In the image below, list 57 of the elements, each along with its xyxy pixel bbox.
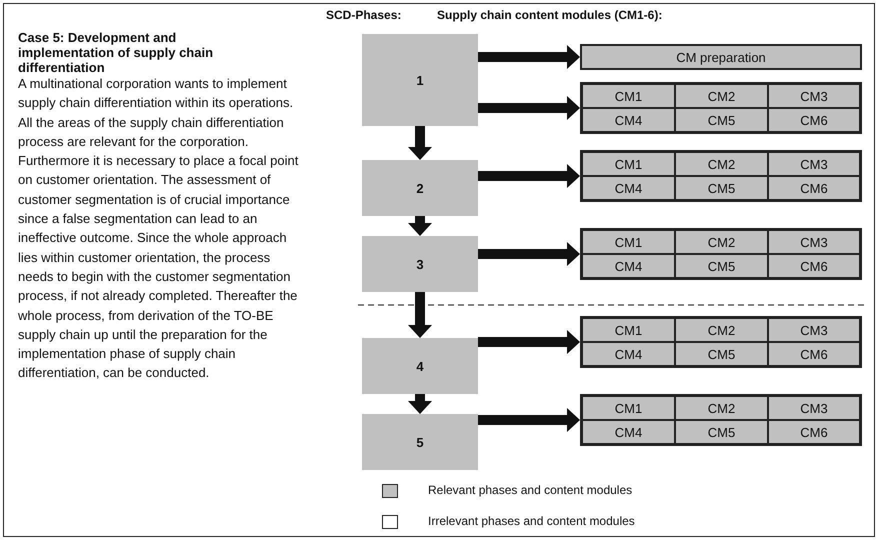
module-cell: CM2 [675, 230, 768, 254]
block-arrow [408, 126, 432, 160]
module-cell: CM4 [582, 254, 675, 278]
module-cell: CM5 [675, 254, 768, 278]
module-cell: CM6 [768, 420, 860, 444]
module-cell: CM2 [675, 318, 768, 342]
module-cell: CM3 [768, 230, 860, 254]
module-cell: CM6 [768, 176, 860, 200]
module-cell: CM5 [675, 420, 768, 444]
module-cell: CM3 [768, 84, 860, 108]
module-grid [580, 394, 862, 446]
module-cell: CM6 [768, 342, 860, 366]
module-cell: CM1 [582, 230, 675, 254]
module-cell: CM2 [675, 396, 768, 420]
module-cell: CM5 [675, 176, 768, 200]
column-heading: Supply chain content modules (CM1-6): [437, 8, 662, 22]
block-arrow [408, 292, 432, 338]
block-arrow [478, 164, 580, 188]
block-arrow [408, 216, 432, 236]
column-heading: SCD-Phases: [326, 8, 402, 22]
module-cell: CM1 [582, 318, 675, 342]
module-cell: CM3 [768, 396, 860, 420]
module-cell: CM1 [582, 396, 675, 420]
case-heading: Case 5: Development and implementation of supply chain differentiation [18, 30, 214, 75]
module-grid [580, 228, 862, 280]
module-cell: CM3 [768, 318, 860, 342]
module-cell: CM4 [582, 420, 675, 444]
phase-box: 5 [362, 414, 478, 470]
legend-label: Irrelevant phases and content modules [428, 514, 635, 528]
block-arrow [478, 408, 580, 432]
module-grid [580, 316, 862, 368]
module-cell: CM1 [582, 84, 675, 108]
case-description: A multinational corporation wants to implement supply chain differentiation within its operations. All the areas of the supply chain differentiation process are relevant for the corporation. Furthermore it is necessary to place a focal point on customer orientation. The assessment of customer segmentation is of crucial importance since a false segmentation can lead to an ineffective outcome. Since the whole approach lies within customer orientation, the process needs to begin with the customer segmentation process, if not already completed. Thereafter the whole process, from derivation of the TO-BE supply chain up until the preparation for the implementation phase of supply chain differentiation, can be conducted. [18, 75, 300, 382]
module-cell: CM5 [675, 342, 768, 366]
module-cell: CM5 [675, 108, 768, 132]
module-grid [580, 82, 862, 134]
module-box: CM preparation [580, 44, 862, 70]
phase-box: 1 [362, 34, 478, 126]
module-cell: CM2 [675, 84, 768, 108]
phase-box: 2 [362, 160, 478, 216]
block-arrow [478, 45, 580, 69]
module-grid [580, 150, 862, 202]
block-arrow [478, 330, 580, 354]
block-arrow [408, 394, 432, 414]
module-cell: CM6 [768, 108, 860, 132]
legend-label: Relevant phases and content modules [428, 483, 632, 497]
block-arrow [478, 96, 580, 120]
module-cell: CM1 [582, 152, 675, 176]
phase-box: 4 [362, 338, 478, 394]
phase-box: 3 [362, 236, 478, 292]
module-cell: CM4 [582, 342, 675, 366]
module-cell: CM3 [768, 152, 860, 176]
module-cell: CM2 [675, 152, 768, 176]
module-cell: CM4 [582, 176, 675, 200]
module-cell: CM4 [582, 108, 675, 132]
module-cell: CM6 [768, 254, 860, 278]
block-arrow [478, 242, 580, 266]
